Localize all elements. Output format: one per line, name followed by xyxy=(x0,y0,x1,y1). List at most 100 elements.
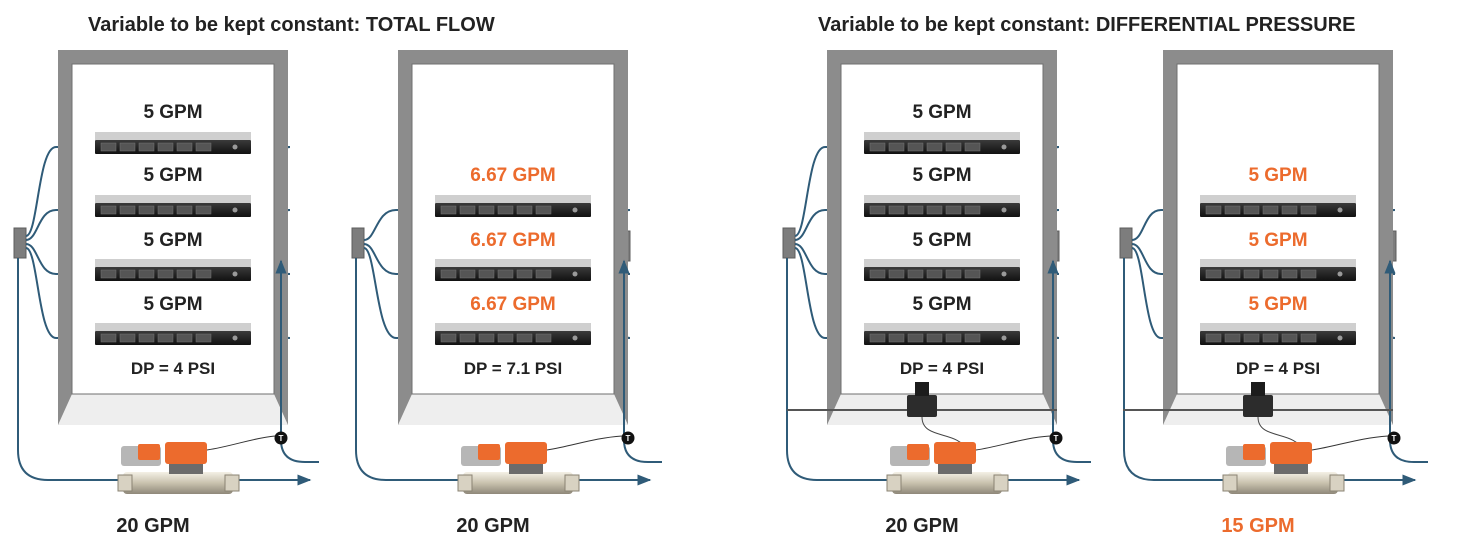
supply-hose-2 xyxy=(794,243,837,275)
server-top-0-0 xyxy=(95,132,251,140)
rack-floor xyxy=(398,394,628,425)
differential-pressure-label: DP = 4 PSI xyxy=(131,359,215,378)
actuator-neck xyxy=(1274,464,1308,474)
valve-fitting-left xyxy=(117,474,133,492)
server-drive-bay xyxy=(100,269,117,279)
server-drive-bay xyxy=(1300,333,1317,343)
server-led xyxy=(232,144,238,150)
server-drive-bay xyxy=(888,205,905,215)
server-drive-bay xyxy=(888,142,905,152)
server-drive-bay xyxy=(888,333,905,343)
server-flow-label: 5 GPM xyxy=(912,102,971,123)
rack-inner-edge xyxy=(71,63,275,395)
server-drive-bay xyxy=(516,269,533,279)
server-drive-bay xyxy=(1281,205,1298,215)
server-drive-bay xyxy=(964,333,981,343)
supply-hose-1 xyxy=(363,209,408,241)
valve-fitting-right xyxy=(993,474,1009,492)
actuator-small xyxy=(478,444,500,460)
server-drive-bay xyxy=(1281,269,1298,279)
valve-fitting-right xyxy=(564,474,580,492)
supply-hose-2 xyxy=(1131,243,1173,275)
server-drive-bay xyxy=(926,142,943,152)
differential-pressure-label: DP = 7.1 PSI xyxy=(464,359,562,378)
dp-sensor-head xyxy=(1251,382,1265,396)
server-drive-bay xyxy=(100,142,117,152)
temperature-sensor-cable xyxy=(206,435,276,451)
server-drive-bay xyxy=(888,269,905,279)
server-drive-bay xyxy=(1300,269,1317,279)
server-drive-bay xyxy=(176,333,193,343)
actuator-main xyxy=(505,442,547,464)
supply-hose-0 xyxy=(25,146,68,237)
server-drive-bay xyxy=(1224,333,1241,343)
server-drive-bay xyxy=(945,333,962,343)
rack-inner-edge xyxy=(840,63,1044,395)
differential-pressure-label: DP = 4 PSI xyxy=(900,359,984,378)
supply-hose-3 xyxy=(1131,247,1173,339)
valve-body xyxy=(892,472,1002,494)
server-top-1-3 xyxy=(435,323,591,331)
server-flow-label: 5 GPM xyxy=(143,165,202,186)
supply-hose-3 xyxy=(363,247,408,339)
server-top-0-1 xyxy=(95,195,251,203)
server-drive-bay xyxy=(176,269,193,279)
server-drive-bay xyxy=(1243,333,1260,343)
supply-manifold xyxy=(13,227,27,259)
temperature-sensor-cable xyxy=(975,435,1051,451)
actuator-small xyxy=(138,444,160,460)
server-led xyxy=(1337,335,1343,341)
supply-hose-1 xyxy=(794,209,837,241)
differential-pressure-label: DP = 4 PSI xyxy=(1236,359,1320,378)
server-led xyxy=(232,271,238,277)
actuator-neck xyxy=(509,464,543,474)
server-drive-bay xyxy=(1300,205,1317,215)
server-flow-label: 5 GPM xyxy=(912,165,971,186)
total-flow-label: 20 GPM xyxy=(456,515,529,537)
server-drive-bay xyxy=(1281,333,1298,343)
server-drive-bay xyxy=(1262,205,1279,215)
server-drive-bay xyxy=(119,333,136,343)
server-drive-bay xyxy=(926,205,943,215)
server-drive-bay xyxy=(907,269,924,279)
valve-fitting-right xyxy=(1329,474,1345,492)
server-drive-bay xyxy=(1224,269,1241,279)
server-led xyxy=(232,335,238,341)
server-drive-bay xyxy=(1262,333,1279,343)
server-drive-bay xyxy=(869,333,886,343)
server-drive-bay xyxy=(869,205,886,215)
server-drive-bay xyxy=(945,142,962,152)
temperature-sensor-cable xyxy=(1311,435,1389,451)
server-led xyxy=(1337,207,1343,213)
server-drive-bay xyxy=(157,205,174,215)
server-flow-label: 5 GPM xyxy=(1248,294,1307,315)
server-top-0-2 xyxy=(95,259,251,267)
server-led xyxy=(572,271,578,277)
server-drive-bay xyxy=(138,269,155,279)
server-drive-bay xyxy=(195,269,212,279)
server-top-3-3 xyxy=(1200,323,1356,331)
actuator-neck xyxy=(938,464,972,474)
server-led xyxy=(1337,271,1343,277)
temperature-sensor-label: T xyxy=(1392,434,1397,443)
server-drive-bay xyxy=(440,269,457,279)
server-top-3-1 xyxy=(1200,195,1356,203)
server-drive-bay xyxy=(1205,333,1222,343)
server-flow-label: 5 GPM xyxy=(1248,230,1307,251)
dp-sensor-head xyxy=(915,382,929,396)
supply-main-pipe xyxy=(355,258,652,486)
server-drive-bay xyxy=(964,269,981,279)
valve-body xyxy=(123,472,233,494)
server-drive-bay xyxy=(497,269,514,279)
server-drive-bay xyxy=(516,333,533,343)
server-flow-label: 6.67 GPM xyxy=(470,294,556,315)
server-drive-bay xyxy=(1205,269,1222,279)
server-top-2-3 xyxy=(864,323,1020,331)
total-flow-label: 20 GPM xyxy=(116,515,189,537)
server-drive-bay xyxy=(195,142,212,152)
server-drive-bay xyxy=(907,333,924,343)
